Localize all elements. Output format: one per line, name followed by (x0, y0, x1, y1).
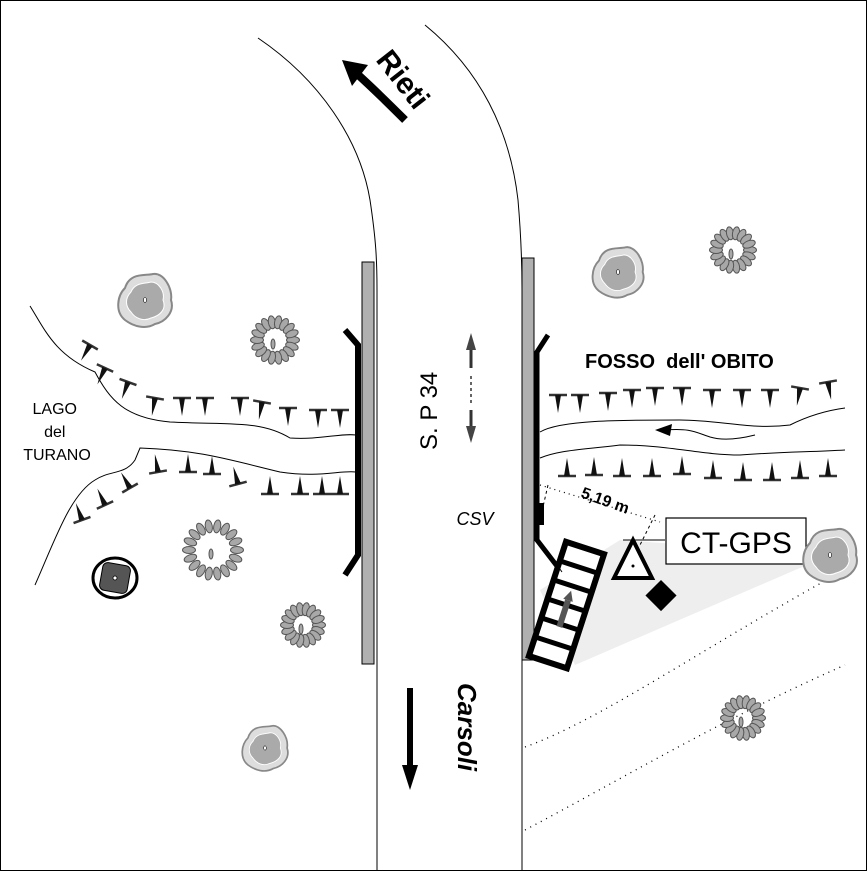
stream-bank-north (539, 407, 846, 433)
hachure-mark (81, 339, 99, 361)
hachure-mark (145, 395, 165, 416)
hachure-mark (819, 458, 837, 478)
hachure-mark (148, 454, 168, 475)
hachure-mark (309, 408, 327, 428)
ladder-rung (559, 558, 599, 576)
hachure-mark (231, 396, 249, 416)
tree-icon (250, 315, 300, 365)
shrub-icon (117, 272, 173, 328)
ladder-guide-line (549, 554, 563, 573)
embankment-west-north (81, 339, 349, 428)
hachure-mark (818, 379, 838, 400)
path-boundary-2 (524, 664, 846, 831)
arrow-down-icon (466, 426, 476, 443)
hachure-mark (704, 460, 722, 480)
hachure-mark (585, 457, 603, 477)
road-edge-west (257, 37, 378, 870)
road-name-label: S. P 34 (416, 372, 443, 450)
station-label: CT-GPS (680, 527, 792, 560)
ladder-rung (552, 577, 593, 595)
lake-label-line1: LAGO (33, 401, 77, 418)
parapet-east (534, 333, 562, 572)
hachure-mark (790, 385, 810, 406)
hachure-mark (73, 503, 91, 525)
lake-label-line2: del (44, 424, 65, 441)
gps-station-triangle-icon (610, 535, 656, 580)
ladder-arrow-shaft (556, 599, 571, 628)
stream-label: FOSSO dell' OBITO (585, 351, 774, 373)
hachure-mark (331, 476, 349, 496)
tree-icon (720, 695, 766, 741)
ladder-up-arrow-icon (563, 590, 573, 602)
arrow-head-carsoli-icon (402, 765, 418, 790)
trees (117, 226, 858, 772)
hachure-mark (673, 456, 691, 476)
bridge-rail-east (521, 257, 535, 661)
lake-bank-north (29, 305, 357, 439)
flow-arrow-line (664, 429, 756, 440)
hachure-mark (279, 406, 297, 426)
hachure-mark (119, 377, 137, 399)
stream-bank-south (539, 444, 846, 459)
embankment-west-south (73, 454, 349, 525)
access-ladder (525, 538, 608, 673)
hachure-mark (331, 408, 349, 428)
flow-direction-icon (655, 424, 672, 436)
distance-line (539, 484, 661, 523)
hachure-mark (703, 388, 721, 408)
shrub-icon (591, 246, 645, 299)
hachure-mark (96, 363, 114, 385)
arrow-to-rieti (352, 69, 408, 123)
shrub-icon (241, 725, 289, 772)
hachure-mark (571, 393, 589, 413)
direction-label-carsoli: Carsoli (452, 683, 482, 772)
hachure-mark (252, 399, 272, 420)
hachure-mark (733, 388, 751, 408)
tree-icon (709, 226, 757, 274)
hachure-mark (261, 476, 279, 496)
arrow-up-icon (466, 333, 476, 350)
hachure-mark (673, 386, 691, 406)
bridge-rail-west (361, 261, 375, 665)
view-cone (540, 540, 830, 665)
lake-label: LAGO del TURANO (23, 401, 91, 464)
hachure-mark (313, 476, 331, 496)
hachure-mark (291, 476, 309, 496)
hachure-mark (179, 454, 197, 474)
hachure-mark (763, 462, 781, 482)
boulder-dot (112, 575, 118, 581)
hachure-mark (623, 388, 641, 408)
hachure-mark (173, 396, 191, 416)
tree-icon (280, 602, 326, 648)
hachure-mark (96, 488, 114, 510)
hachure-mark (228, 466, 248, 488)
hachure-mark (734, 462, 752, 482)
embankment-east-north (549, 379, 838, 413)
lake-label-line3: TURANO (23, 447, 91, 464)
csv-label: CSV (456, 509, 495, 529)
embankment-east-south (558, 456, 837, 482)
hachure-mark (203, 456, 221, 476)
hachure-mark (558, 458, 576, 478)
hachure-mark (791, 460, 809, 480)
boulder-icon (91, 556, 139, 600)
shrub-icon (802, 527, 858, 583)
hachure-mark (646, 386, 664, 406)
lake-bank-south (34, 447, 357, 586)
hachure-mark (549, 393, 567, 413)
tree-icon (182, 519, 244, 581)
station-label-box (665, 517, 807, 565)
hachure-mark (613, 458, 631, 478)
station-center-dot (631, 564, 635, 568)
ladder-rung (534, 634, 574, 652)
hachure-mark (121, 472, 139, 494)
arrow-head-rieti-icon (342, 60, 368, 86)
csv-marker (534, 503, 544, 525)
hachure-mark (599, 391, 617, 411)
hachure-mark (761, 388, 779, 408)
parapet-west (342, 328, 361, 577)
hachure-mark (643, 458, 661, 478)
hachure-mark (196, 396, 214, 416)
